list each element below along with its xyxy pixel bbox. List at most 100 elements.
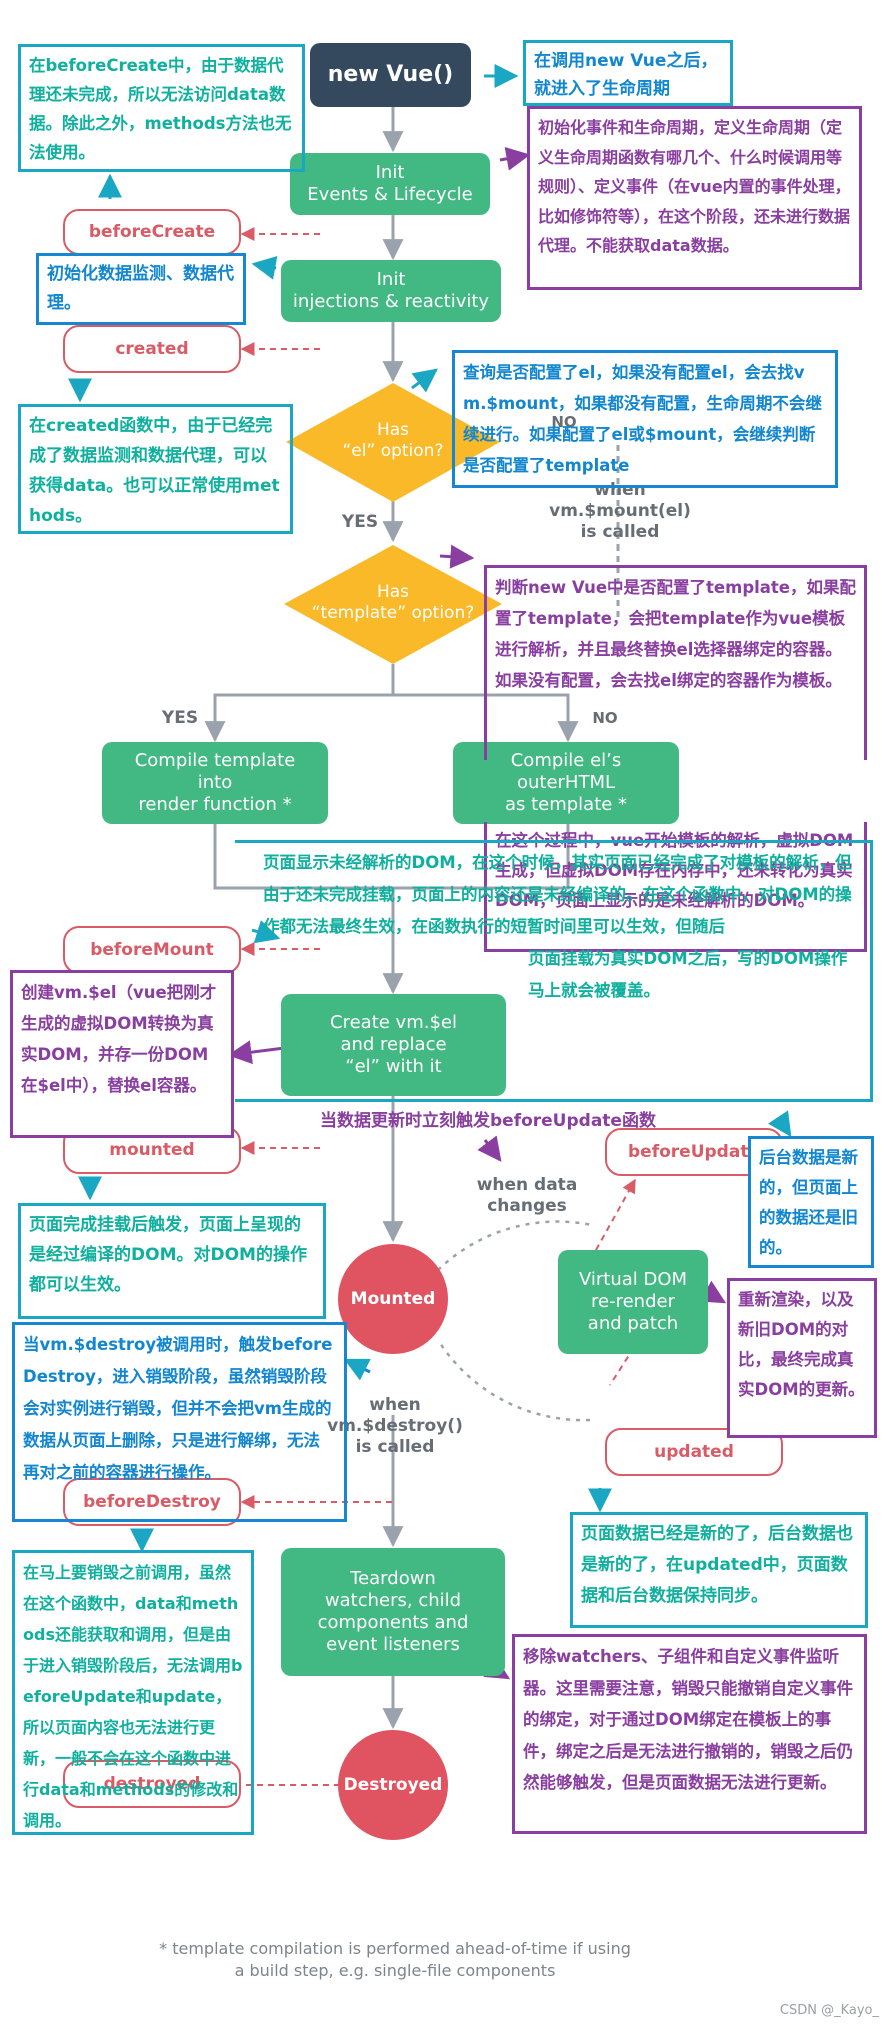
note-created: 在created函数中，由于已经完成了数据监测和数据代理，可以获得data。也可… xyxy=(18,404,293,534)
note-before-update-text: 后台数据是新的，但页面上的数据还是旧的。 xyxy=(759,1148,858,1257)
hook-before-mount-label: beforeMount xyxy=(90,940,214,960)
destroyed-circle: Destroyed xyxy=(338,1730,448,1840)
hook-before-update-label: beforeUpdate xyxy=(628,1142,760,1162)
note-has-el-text: 查询是否配置了el，如果没有配置el，会去找vm.$mount，如果都没有配置，… xyxy=(463,363,822,475)
has-template-diamond xyxy=(284,545,502,664)
label-yes-1-text: YES xyxy=(341,512,379,532)
note-has-template-text: 判断new Vue中是否配置了template，如果配置了template，会把… xyxy=(495,578,856,690)
note-before-create-text: 在beforeCreate中，由于数据代理还未完成，所以无法访问data数据。除… xyxy=(29,56,292,162)
footnote-line-2: a build step, e.g. single-file component… xyxy=(234,1961,556,1980)
note-init-events: 初始化事件和生命周期，定义生命周期（定义生命周期函数有哪几个、什么时候调用等规则… xyxy=(527,106,862,290)
hook-mounted-label: mounted xyxy=(109,1140,195,1160)
note-destroyed-text: 在马上要销毁之前调用，虽然在这个函数中，data和methods还能获取和调用，… xyxy=(23,1563,243,1830)
has-el-line-2: “el” option? xyxy=(342,441,444,461)
note-has-template: 判断new Vue中是否配置了template，如果配置了template，会把… xyxy=(484,565,867,760)
footnote: * template compilation is performed ahea… xyxy=(100,1938,690,1982)
hook-connectors xyxy=(240,227,641,1786)
has-template-line-2: “template” option? xyxy=(311,603,475,623)
teardown-line-3: components and xyxy=(317,1612,469,1633)
has-el-label: Has“el” option? xyxy=(313,420,473,462)
hook-created: created xyxy=(63,325,241,373)
note-init-events-text: 初始化事件和生命周期，定义生命周期（定义生命周期函数有哪几个、什么时候调用等规则… xyxy=(538,118,851,255)
virtual-dom-line-3: and patch xyxy=(587,1313,679,1334)
compile-template-line-3: render function * xyxy=(138,794,292,815)
init-injections-line-2: injections & reactivity xyxy=(292,291,490,312)
when-mount-line-3: is called xyxy=(580,522,660,542)
mounted-circle-label: Mounted xyxy=(350,1289,436,1309)
update-loop xyxy=(436,1220,593,1422)
main-flow xyxy=(204,106,620,1730)
when-destroy-line-2: vm.$destroy() xyxy=(327,1416,463,1436)
when-data-line-2: changes xyxy=(487,1196,567,1216)
note-mounted: 页面完成挂载后触发，页面上呈现的是经过编译的DOM。对DOM的操作都可以生效。 xyxy=(18,1203,326,1319)
hook-before-create-label: beforeCreate xyxy=(88,222,216,242)
mounted-circle: Mounted xyxy=(338,1244,448,1354)
note-created-text: 在created函数中，由于已经完成了数据监测和数据代理，可以获得data。也可… xyxy=(29,416,280,526)
compile-el-line-1: Compile el’s xyxy=(510,750,622,771)
label-no-2: NO xyxy=(585,708,625,729)
note-before-destroy: 当vm.$destroy被调用时，触发beforeDestroy，进入销毁阶段，… xyxy=(12,1322,347,1522)
note-after-new-vue: 在调用new Vue之后，就进入了生命周期 xyxy=(523,40,733,106)
note-init-injections-text: 初始化数据监测、数据代理。 xyxy=(47,264,234,313)
init-injections-line-1: Init xyxy=(376,269,406,290)
new-vue-node: new Vue() xyxy=(310,43,471,107)
note-updated-text: 页面数据已经是新的了，后台数据也是新的了，在updated中，页面数据和后台数据… xyxy=(581,1524,853,1606)
label-yes-2-text: YES xyxy=(161,708,199,728)
compile-el-line-2: outerHTML xyxy=(516,772,616,793)
note-has-el: 查询是否配置了el，如果没有配置el，会去找vm.$mount，如果都没有配置，… xyxy=(452,350,838,488)
note-before-mount-text-b: 页面挂载为真实DOM之后，写的DOM操作马上就会被覆盖。 xyxy=(528,949,848,1000)
has-el-diamond xyxy=(286,383,500,502)
teardown-line-2: watchers, child xyxy=(324,1590,462,1611)
create-vm-line-1: Create vm.$el xyxy=(330,1012,457,1033)
note-mounted-text: 页面完成挂载后触发，页面上呈现的是经过编译的DOM。对DOM的操作都可以生效。 xyxy=(29,1215,307,1295)
hook-before-destroy-label: beforeDestroy xyxy=(83,1492,221,1512)
when-destroy-line-1: when xyxy=(369,1395,421,1415)
init-events-line-2: Events & Lifecycle xyxy=(307,184,473,205)
compile-template-line-1: Compile template xyxy=(134,750,296,771)
note-teardown-text: 移除watchers、子组件和自定义事件监听器。这里需要注意，销毁只能撤销自定义… xyxy=(523,1647,853,1792)
has-template-label: Has“template” option? xyxy=(293,582,493,624)
note-virtual-dom-text: 重新渲染，以及新旧DOM的对比，最终完成真实DOM的更新。 xyxy=(738,1290,865,1399)
note-before-update-trigger: 当数据更新时立刻触发beforeUpdate函数 xyxy=(312,1102,672,1168)
label-no: NO xyxy=(534,412,594,433)
credit-text: CSDN @_Kayo_ xyxy=(779,2003,879,2018)
teardown-line-1: Teardown xyxy=(350,1568,436,1589)
note-updated: 页面数据已经是新的了，后台数据也是新的了，在updated中，页面数据和后台数据… xyxy=(570,1512,868,1628)
hook-before-destroy: beforeDestroy xyxy=(63,1478,241,1526)
virtual-dom-line-1: Virtual DOM xyxy=(578,1269,688,1290)
compile-template-line-2: into xyxy=(197,772,233,793)
note-create-vm-text: 创建vm.$el（vue把刚才生成的虚拟DOM转换为真实DOM，并存一份DOM在… xyxy=(21,983,217,1095)
hook-destroyed-label: destroyed xyxy=(103,1774,201,1794)
note-before-update: 后台数据是新的，但页面上的数据还是旧的。 xyxy=(748,1136,874,1268)
has-template-line-1: Has xyxy=(376,582,410,602)
hook-updated-label: updated xyxy=(654,1442,734,1462)
footnote-line-1: * template compilation is performed ahea… xyxy=(159,1939,631,1958)
hook-created-label: created xyxy=(115,339,189,359)
note-create-vm: 创建vm.$el（vue把刚才生成的虚拟DOM转换为真实DOM，并存一份DOM在… xyxy=(10,970,234,1138)
hook-before-mount: beforeMount xyxy=(63,926,241,974)
note-before-mount: 页面显示未经解析的DOM，在这个时候，其实页面已经完成了对模板的解析，但由于还未… xyxy=(235,840,873,1102)
note-virtual-dom: 重新渲染，以及新旧DOM的对比，最终完成真实DOM的更新。 xyxy=(727,1278,877,1438)
note-before-destroy-text: 当vm.$destroy被调用时，触发beforeDestroy，进入销毁阶段，… xyxy=(23,1335,333,1482)
virtual-dom-line-2: re-render xyxy=(591,1291,675,1312)
credit-watermark: CSDN @_Kayo_ xyxy=(780,2003,879,2018)
compile-el-line-3: as template * xyxy=(504,794,628,815)
hook-destroyed: destroyed xyxy=(63,1760,241,1808)
when-destroy-line-3: is called xyxy=(355,1437,435,1457)
label-yes-1: YES xyxy=(330,512,390,533)
create-vm-line-2: and replace xyxy=(340,1034,447,1055)
note-destroyed: 在马上要销毁之前调用，虽然在这个函数中，data和methods还能获取和调用，… xyxy=(12,1550,254,1835)
has-el-line-1: Has xyxy=(376,420,410,440)
label-no-2-text: NO xyxy=(592,709,618,727)
create-vm-line-3: “el” with it xyxy=(345,1056,442,1077)
